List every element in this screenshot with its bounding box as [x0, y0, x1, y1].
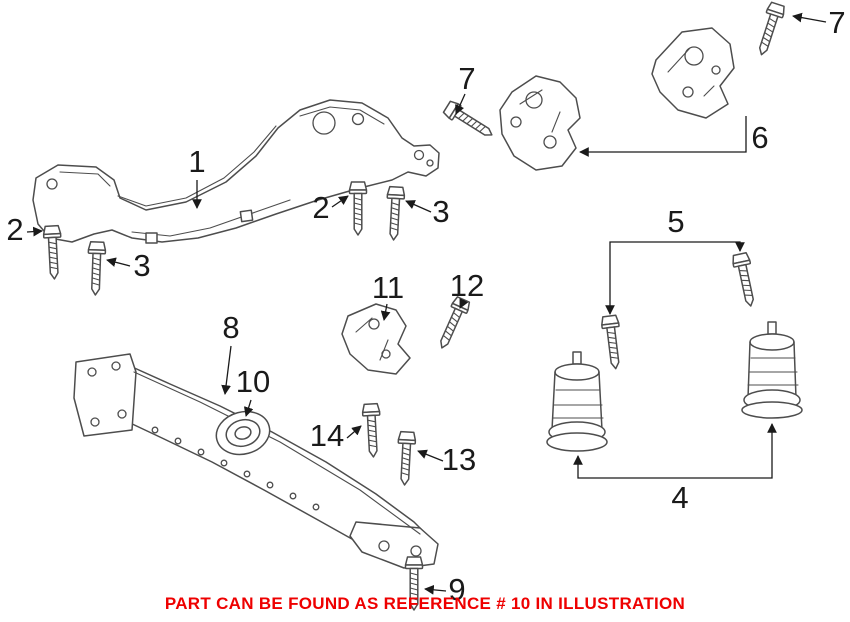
part-1-engine-crossmember: [32, 99, 440, 244]
leader-line: [331, 195, 349, 208]
callout-2-mid: 2: [312, 190, 349, 225]
callout-3-mid: 3: [405, 194, 450, 229]
part-6-mount-bracket-left: [499, 75, 581, 171]
callout-3-mid-label: 3: [432, 194, 449, 229]
reference-notice: PART CAN BE FOUND AS REFERENCE # 10 IN I…: [164, 594, 686, 613]
part-4-engine-mount-left: [546, 351, 608, 452]
callout-14-label: 14: [310, 418, 344, 453]
callout-9-label: 9: [448, 572, 465, 607]
leader-line: [792, 12, 827, 23]
callout-12: 12: [450, 268, 484, 309]
part-11-bracket: [341, 303, 411, 375]
part-6-mount-bracket-right: [651, 27, 735, 119]
callout-1: 1: [188, 144, 206, 209]
callout-10-label: 10: [236, 364, 270, 399]
callout-5-label: 5: [667, 204, 684, 239]
bolt-icon-7-mid: [441, 98, 498, 143]
bolt-icon-14: [361, 402, 383, 459]
callout-8-label: 8: [222, 310, 239, 345]
callout-8: 8: [221, 310, 240, 395]
leader-line: [455, 93, 466, 115]
bolt-icon-3-mid: [384, 185, 406, 242]
callout-7-mid-label: 7: [458, 61, 475, 96]
leader-line: [26, 226, 43, 237]
callout-7-mid: 7: [455, 61, 476, 115]
callout-5: 5: [605, 204, 745, 315]
callout-7-right-label: 7: [828, 5, 845, 40]
callout-7-right: 7: [792, 5, 846, 40]
callout-2-mid-label: 2: [312, 190, 329, 225]
leader-line: [579, 116, 747, 157]
bolt-icon-5-right: [730, 251, 760, 309]
callout-6-label: 6: [751, 120, 768, 155]
callout-6: 6: [579, 116, 769, 157]
bolt-icon-7-right: [752, 0, 787, 59]
callout-13-label: 13: [442, 442, 476, 477]
leader-line: [417, 449, 444, 462]
callout-13: 13: [417, 442, 476, 477]
leader-line: [459, 297, 469, 309]
callout-4: 4: [573, 423, 777, 515]
leader-line: [346, 425, 362, 439]
bolt-icon-2-left: [42, 224, 64, 281]
bolt-icon-12: [433, 295, 472, 353]
callout-3-left-label: 3: [133, 248, 150, 283]
leader-line: [424, 584, 447, 595]
callout-3-left: 3: [106, 248, 151, 283]
bolt-icon-5-left: [600, 314, 625, 371]
leader-line: [573, 423, 777, 479]
callout-14: 14: [310, 418, 362, 453]
leader-line: [221, 345, 232, 395]
bolt-icon-13: [395, 430, 417, 487]
part-8-transmission-crossmember: [73, 353, 439, 569]
bolt-icon-3-left: [86, 240, 107, 297]
leader-line: [243, 399, 254, 417]
callout-12-label: 12: [450, 268, 484, 303]
callout-2-left: 2: [6, 212, 43, 247]
callout-1-label: 1: [188, 144, 205, 179]
callout-11: 11: [372, 270, 404, 321]
callout-9: 9: [424, 572, 466, 607]
bolt-icon-2-mid: [348, 181, 368, 236]
leader-line: [106, 257, 131, 267]
callout-11-label: 11: [372, 270, 404, 305]
part-4-engine-mount-right: [741, 321, 803, 419]
callout-4-label: 4: [671, 480, 688, 515]
leader-line: [405, 200, 432, 213]
leader-line: [380, 303, 391, 321]
part-10-center-mount: [215, 410, 271, 456]
callout-2-left-label: 2: [6, 212, 23, 247]
callout-10: 10: [236, 364, 270, 417]
leader-line: [605, 241, 745, 315]
